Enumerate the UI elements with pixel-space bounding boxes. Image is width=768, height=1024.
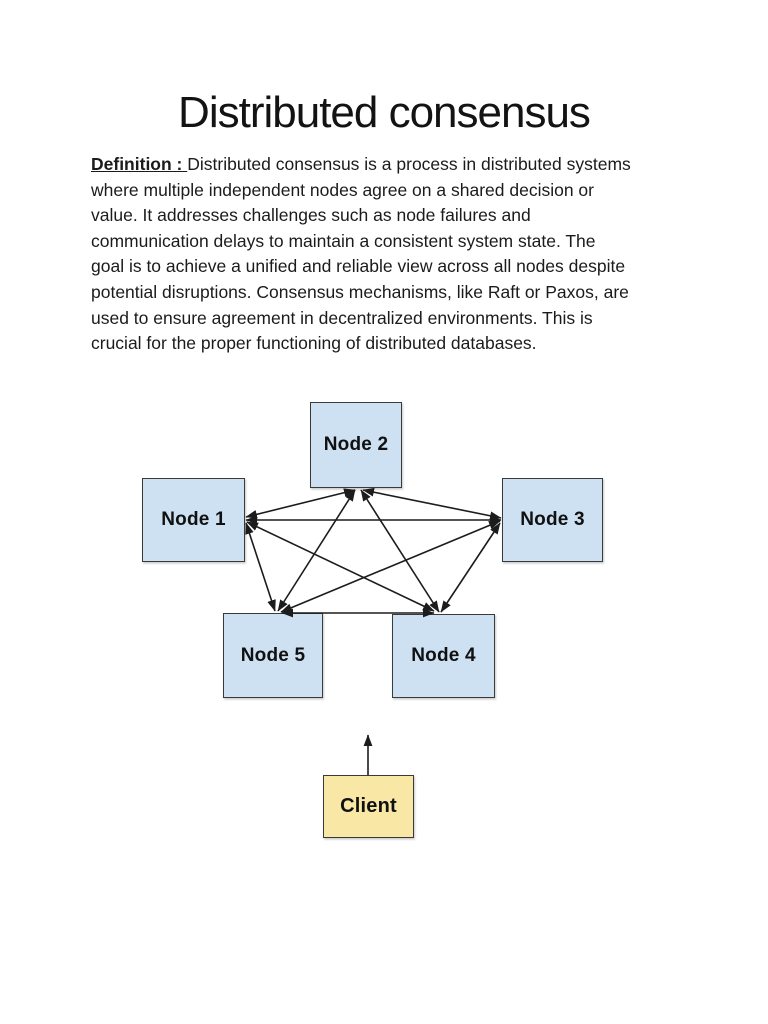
client-label: Client [340, 795, 397, 817]
node2-box: Node 2 [310, 402, 402, 488]
paragraph-line: potential disruptions. Consensus mechani… [91, 281, 629, 302]
node3-label: Node 3 [520, 509, 585, 530]
node1-label: Node 1 [161, 509, 226, 530]
client-box: Client [323, 775, 414, 838]
paragraph-line: communication delays to maintain a consi… [91, 230, 596, 251]
paragraph-text: Distributed consensus is a process in di… [187, 154, 631, 174]
definition-label: Definition : [91, 154, 183, 174]
node3-box: Node 3 [502, 478, 603, 562]
paragraph-line: Definition : Distributed consensus is a … [91, 152, 731, 178]
page-title: Distributed consensus [178, 88, 591, 137]
node5-label: Node 5 [240, 644, 306, 666]
paragraph-line: crucial for the proper functioning of di… [91, 333, 537, 354]
node5-box: Node 5 [223, 613, 323, 698]
paragraph-line: goal is to achieve a unified and reliabl… [91, 256, 626, 277]
node4-box: Node 4 [392, 614, 495, 698]
definition-paragraph: Definition : Distributed consensus is a … [91, 152, 731, 357]
paragraph-line: value. It addresses challenges such as n… [91, 205, 531, 226]
paragraph-line: where multiple independent nodes agree o… [91, 179, 594, 200]
node1-box: Node 1 [142, 478, 245, 562]
node4-label: Node 4 [411, 645, 476, 666]
node2-label: Node 2 [323, 434, 389, 455]
paragraph-line: used to ensure agreement in decentralize… [91, 307, 593, 328]
